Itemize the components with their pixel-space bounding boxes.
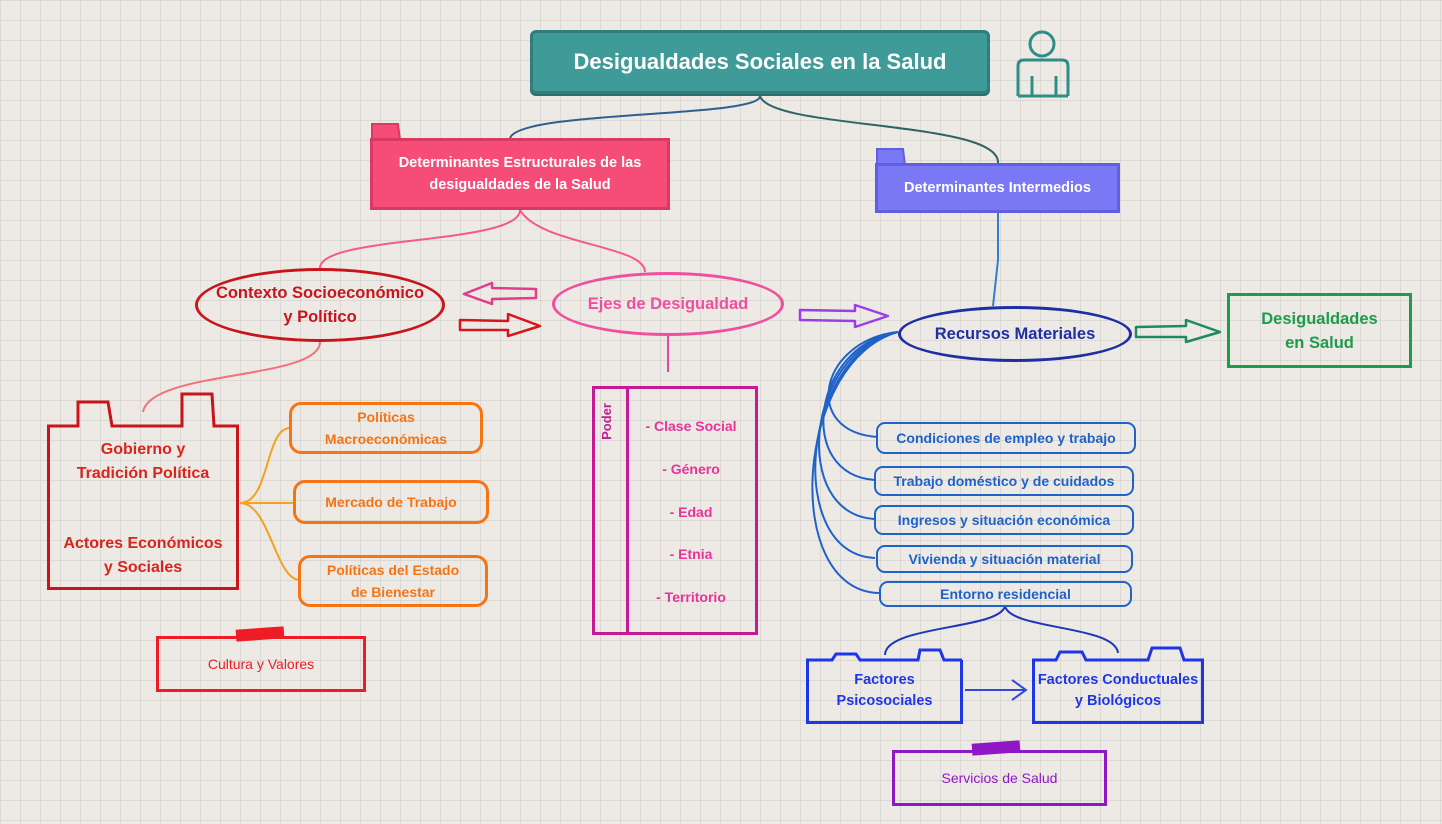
connector-intermediate-recursos [992, 213, 999, 307]
recurso-vivienda[interactable]: Vivienda y situación material [876, 545, 1133, 573]
politica-macro-line1: Políticas [357, 409, 415, 425]
recurso-domestico-text: Trabajo doméstico y de cuidados [893, 473, 1115, 489]
ejes-ellipse[interactable]: Ejes de Desigualdad [552, 272, 784, 336]
gobierno-line4: y Sociales [103, 559, 183, 576]
mercado-trabajo-box[interactable]: Mercado de Trabajo [293, 480, 489, 524]
title-text: Desigualdades Sociales en la Salud [573, 49, 947, 74]
arrow-ejes-to-contexto [462, 281, 538, 306]
gobierno-line1: Gobierno y [100, 441, 186, 458]
gobierno-box[interactable]: Gobierno y Tradición Política Actores Ec… [47, 425, 239, 590]
folder-tab-intermediate [876, 148, 906, 166]
recursos-ellipse[interactable]: Recursos Materiales [898, 306, 1132, 362]
factores-psicosociales-box[interactable]: Factores Psicosociales [806, 660, 963, 724]
arrow-ejes-to-recursos [798, 303, 890, 329]
connector-contexto-gobierno [142, 341, 321, 413]
connector-structural-ejes [519, 209, 646, 273]
outcome-line1: Desigualdades [1261, 309, 1378, 328]
intermediate-determinants-text: Determinantes Intermedios [904, 180, 1091, 196]
arrow-contexto-to-ejes [458, 312, 542, 338]
connector-recursos-item5 [811, 331, 899, 594]
recurso-empleo-text: Condiciones de empleo y trabajo [896, 430, 1116, 446]
recurso-entorno[interactable]: Entorno residencial [879, 581, 1132, 607]
folder-tab-structural [371, 123, 401, 141]
connector-entorno-psico [884, 605, 1006, 656]
politica-bienestar-box[interactable]: Políticas del Estado de Bienestar [298, 555, 488, 607]
contexto-line2: y Político [283, 308, 357, 326]
poder-divider [626, 386, 629, 635]
arrow-psico-to-cond [965, 679, 1028, 701]
servicios-text: Servicios de Salud [941, 770, 1058, 786]
recurso-empleo[interactable]: Condiciones de empleo y trabajo [876, 422, 1136, 454]
eje-clase-social: - Clase Social [645, 418, 737, 434]
factor-psico-top [806, 648, 962, 662]
connector-title-intermediate [759, 95, 1000, 164]
outcome-box[interactable]: Desigualdades en Salud [1227, 293, 1412, 368]
cultura-box[interactable]: Cultura y Valores [156, 636, 366, 692]
title-box[interactable]: Desigualdades Sociales en la Salud [530, 30, 990, 94]
connector-structural-contexto [319, 209, 521, 269]
eje-edad: - Edad [669, 504, 713, 520]
eje-territorio: - Territorio [656, 589, 726, 605]
recurso-vivienda-text: Vivienda y situación material [908, 551, 1101, 567]
gobierno-line2: Tradición Política [76, 465, 210, 482]
contexto-line1: Contexto Socioeconómico [215, 284, 425, 302]
ejes-items-box [592, 386, 758, 635]
connector-recursos-item1 [827, 331, 899, 438]
connector-gobierno-pol3 [239, 502, 301, 581]
factores-cond-line1: Factores Conductuales [1037, 671, 1199, 688]
structural-determinants-text: Determinantes Estructurales de las desig… [398, 155, 642, 193]
recursos-text: Recursos Materiales [934, 324, 1096, 343]
recurso-entorno-text: Entorno residencial [940, 586, 1071, 602]
mercado-trabajo-text: Mercado de Trabajo [325, 494, 457, 510]
servicios-box[interactable]: Servicios de Salud [892, 750, 1107, 806]
recurso-ingresos-text: Ingresos y situación económica [897, 512, 1111, 528]
connector-entorno-cond [1004, 605, 1119, 654]
person-icon [1016, 30, 1070, 98]
contexto-ellipse[interactable]: Contexto Socioeconómico y Político [195, 268, 445, 342]
factores-psico-line1: Factores [854, 671, 915, 688]
politica-bienestar-line2: de Bienestar [350, 584, 436, 600]
poder-text: Poder [598, 402, 614, 440]
cultura-text: Cultura y Valores [207, 656, 315, 672]
connector-title-structural [509, 95, 761, 139]
poder-label: Poder [592, 386, 620, 456]
intermediate-determinants-box[interactable]: Determinantes Intermedios [875, 163, 1120, 213]
gobierno-top-outline [47, 392, 239, 428]
structural-determinants-box[interactable]: Determinantes Estructurales de las desig… [370, 138, 670, 210]
factores-cond-line2: y Biológicos [1074, 692, 1162, 709]
eje-genero: - Género [662, 461, 720, 477]
eje-etnia: - Etnia [669, 546, 713, 562]
politica-macro-box[interactable]: Políticas Macroeconómicas [289, 402, 483, 454]
arrow-recursos-to-outcome [1134, 318, 1222, 344]
factores-psico-line2: Psicosociales [836, 692, 933, 709]
outcome-line2: en Salud [1285, 333, 1354, 352]
connector-gobierno-pol1 [239, 427, 291, 504]
politica-bienestar-line1: Políticas del Estado [326, 562, 460, 578]
recurso-ingresos[interactable]: Ingresos y situación económica [874, 505, 1134, 535]
factor-cond-top [1032, 646, 1204, 662]
ejes-text: Ejes de Desigualdad [587, 294, 749, 313]
recurso-domestico[interactable]: Trabajo doméstico y de cuidados [874, 466, 1134, 496]
factores-conductuales-box[interactable]: Factores Conductuales y Biológicos [1032, 660, 1204, 724]
gobierno-line3: Actores Económicos [63, 535, 223, 552]
politica-macro-line2: Macroeconómicas [324, 431, 448, 447]
